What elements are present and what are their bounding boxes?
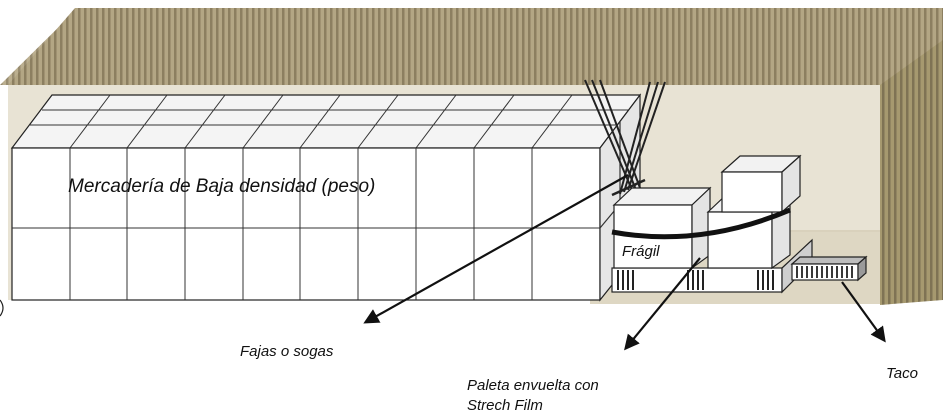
cargo-label: Mercadería de Baja densidad (peso) xyxy=(68,176,375,197)
arrow-icon xyxy=(841,281,886,343)
arrow-icon xyxy=(624,257,701,351)
chock-label: Taco xyxy=(886,365,918,382)
chock-icon xyxy=(790,255,868,282)
pallet-label-line1: Paleta envuelta con xyxy=(467,377,599,394)
straps-label: Fajas o sogas xyxy=(240,343,334,360)
fragile-label: Frágil xyxy=(622,243,660,260)
pallet-label-line2: Strech Film xyxy=(467,397,543,414)
fragile-pallet xyxy=(611,154,813,294)
container-right-wall xyxy=(880,40,943,305)
cargo-block xyxy=(10,93,642,302)
arrows xyxy=(363,174,886,351)
straps xyxy=(584,79,666,197)
arrow-icon xyxy=(363,174,629,324)
container-roof xyxy=(8,8,943,85)
